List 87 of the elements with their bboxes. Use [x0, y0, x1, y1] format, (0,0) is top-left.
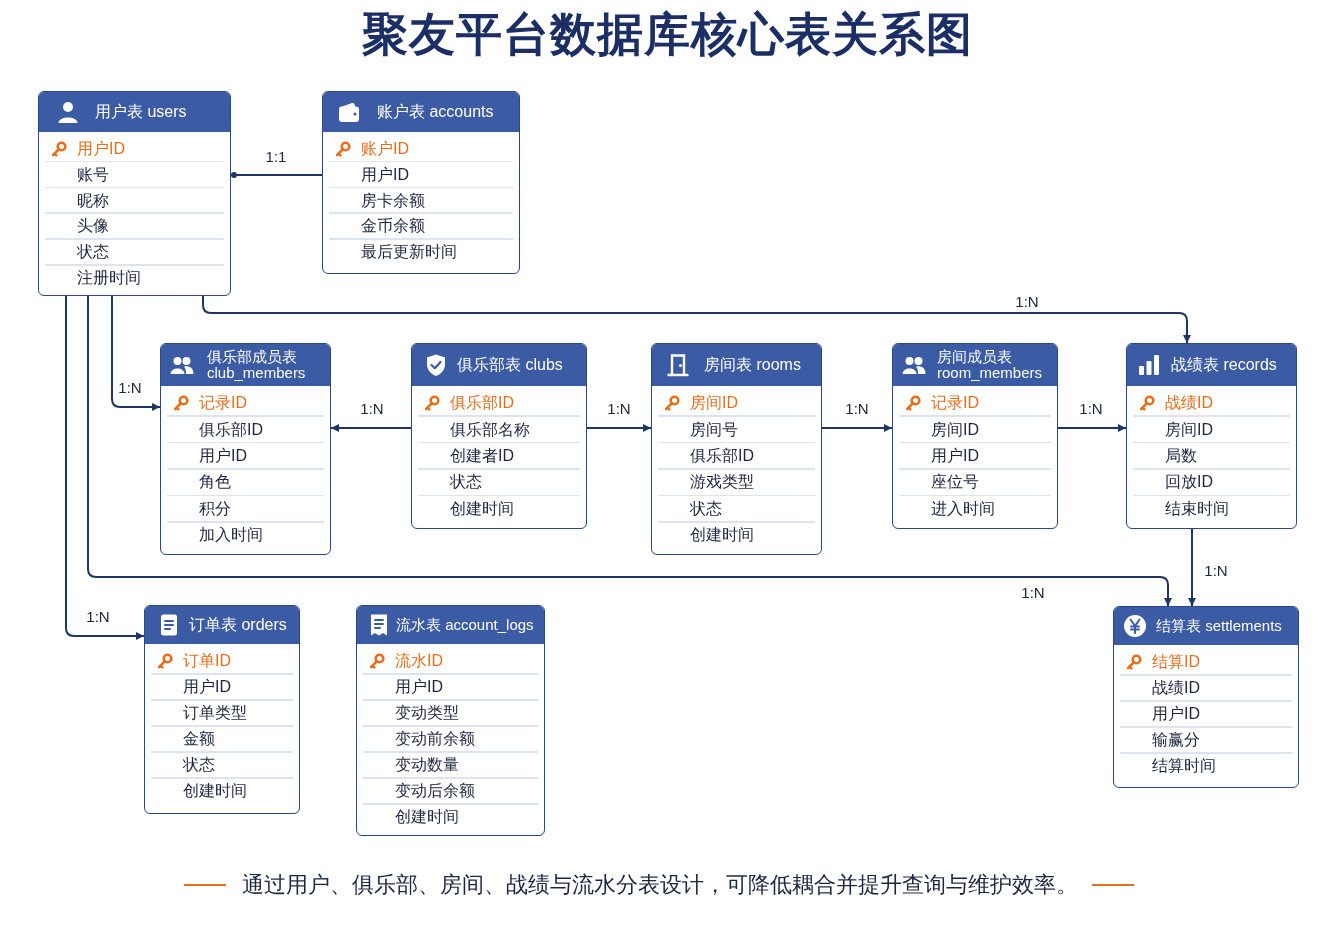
field-name: 游戏类型: [690, 472, 754, 493]
key-field-name: 记录ID: [931, 393, 979, 414]
field-name: 变动前余额: [395, 729, 475, 749]
connector: [230, 172, 323, 178]
field-name: 俱乐部名称: [450, 419, 530, 440]
field-name: 创建时间: [450, 498, 514, 519]
field-name: 状态: [690, 498, 722, 519]
title: 聚友平台数据库核心表关系图: [361, 7, 973, 62]
key-field-name: 房间ID: [690, 393, 738, 414]
field-name: 结束时间: [1165, 498, 1229, 519]
connector: [821, 424, 893, 432]
key-field-name: 战绩ID: [1165, 393, 1213, 414]
connector: [330, 424, 412, 432]
field-name: 战绩ID: [1152, 678, 1200, 698]
field-name: 座位号: [931, 472, 979, 493]
field-name: 用户ID: [1152, 704, 1200, 724]
table-title: 俱乐部成员表 club_members: [207, 349, 306, 381]
field-name: 用户ID: [931, 446, 979, 466]
field-name: 状态: [183, 755, 215, 775]
table-card: [1126, 343, 1297, 529]
key-field-name: 俱乐部ID: [450, 393, 514, 414]
field-name: 房卡余额: [361, 190, 425, 211]
field-name: 回放ID: [1165, 472, 1213, 493]
key-field-name: 用户ID: [77, 138, 125, 159]
key-field-name: 订单ID: [183, 651, 231, 671]
field-name: 状态: [450, 472, 482, 493]
connector: [65, 295, 145, 640]
caption: 通过用户、俱乐部、房间、战绩与流水分表设计，可降低耦合并提升查询与维护效率。: [242, 871, 1078, 899]
field-name: 注册时间: [77, 267, 141, 288]
table-card: [1113, 606, 1299, 788]
connector: [111, 295, 161, 411]
table-title: 房间成员表 room_members: [937, 349, 1043, 381]
connector: [87, 295, 1172, 607]
key-field-name: 记录ID: [199, 393, 247, 414]
field-name: 用户ID: [361, 164, 409, 185]
table-title: 结算表 settlements: [1156, 617, 1282, 635]
field-name: 账号: [77, 164, 109, 185]
table-title: 房间表 rooms: [704, 355, 801, 375]
field-name: 俱乐部ID: [690, 446, 754, 466]
field-name: 金币余额: [361, 216, 425, 237]
field-name: 昵称: [77, 190, 109, 211]
connector: [586, 424, 652, 432]
field-name: 创建时间: [183, 781, 247, 801]
field-name: 金额: [183, 729, 215, 749]
field-name: 用户ID: [395, 677, 443, 697]
field-name: 积分: [199, 498, 231, 519]
field-name: 变动后余额: [395, 781, 475, 801]
table-title: 俱乐部表 clubs: [457, 355, 563, 375]
table-card: [411, 343, 587, 529]
field-name: 输赢分: [1152, 730, 1200, 750]
field-name: 房间ID: [1165, 419, 1213, 440]
field-name: 变动类型: [395, 703, 459, 723]
field-name: 俱乐部ID: [199, 419, 263, 440]
field-name: 房间ID: [931, 419, 979, 440]
table-title: 战绩表 records: [1171, 355, 1277, 375]
table-title: 用户表 users: [95, 102, 187, 122]
key-field-name: 流水ID: [395, 651, 443, 671]
key-field-name: 结算ID: [1152, 652, 1200, 672]
field-name: 头像: [77, 216, 109, 237]
table-card: [144, 605, 300, 814]
key-field-name: 账户ID: [361, 138, 409, 159]
connector: [1188, 528, 1196, 607]
table-title: 流水表 account_logs: [396, 616, 534, 634]
field-name: 订单类型: [183, 703, 247, 723]
field-name: 创建者ID: [450, 446, 514, 466]
field-name: 创建时间: [395, 807, 459, 827]
table-card: [356, 605, 545, 836]
field-name: 房间号: [690, 419, 738, 440]
field-name: 变动数量: [395, 755, 459, 775]
field-name: 创建时间: [690, 525, 754, 546]
field-name: 进入时间: [931, 498, 995, 519]
connector: [1057, 424, 1127, 432]
field-name: 状态: [77, 242, 109, 263]
table-card: [651, 343, 822, 555]
table-card: [892, 343, 1058, 529]
field-name: 局数: [1165, 446, 1197, 466]
field-name: 角色: [199, 472, 231, 493]
field-name: 加入时间: [199, 525, 263, 546]
table-title: 账户表 accounts: [377, 102, 494, 122]
field-name: 用户ID: [199, 446, 247, 466]
field-name: 最后更新时间: [361, 242, 457, 263]
field-name: 用户ID: [183, 677, 231, 697]
table-card: [38, 91, 231, 296]
field-name: 结算时间: [1152, 756, 1216, 776]
table-card: [160, 343, 331, 555]
table-title: 订单表 orders: [189, 615, 287, 635]
table-card: [322, 91, 520, 274]
